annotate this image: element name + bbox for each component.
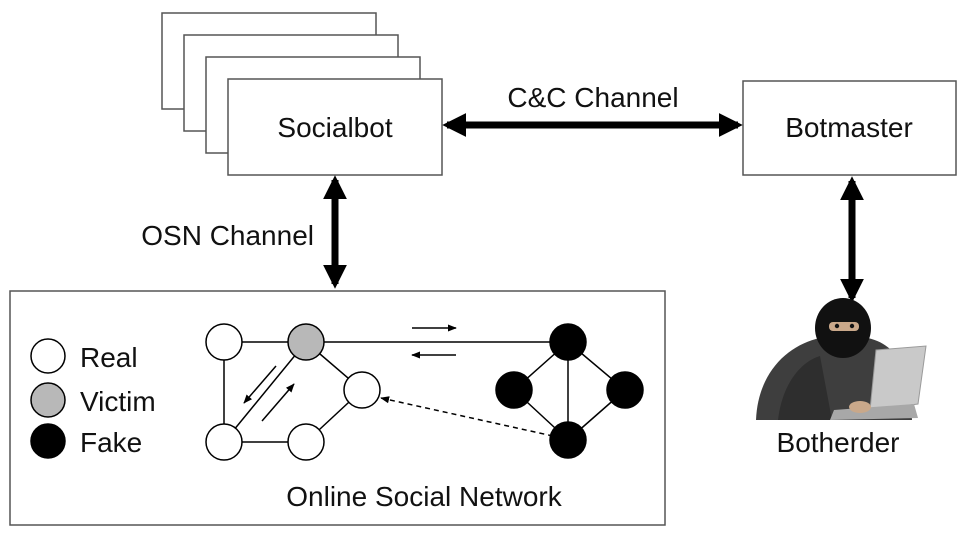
legend-victim-swatch <box>30 382 66 418</box>
fake-node <box>606 371 644 409</box>
request-arrow-up-right <box>261 383 295 422</box>
edge <box>223 341 307 443</box>
botmaster-box <box>742 80 957 176</box>
botherder-label: Botherder <box>777 427 900 458</box>
socialbot-label: Socialbot <box>277 112 392 143</box>
legend-fake-label: Fake <box>80 427 142 458</box>
osn-channel-label: OSN Channel <box>141 220 314 251</box>
real-node <box>287 423 325 461</box>
victim-node <box>287 323 325 361</box>
botherder: Botherder <box>756 298 927 458</box>
cc-channel-label: C&C Channel <box>507 82 678 113</box>
cc-channel: C&C Channel <box>442 82 743 137</box>
botmaster-label: Botmaster <box>785 112 913 143</box>
legend: Real Victim Fake <box>30 338 156 459</box>
osn-title: Online Social Network <box>286 481 562 512</box>
socialbot-stack: Socialbot <box>161 12 443 176</box>
real-node <box>205 423 243 461</box>
hooded-hacker-icon <box>756 298 927 420</box>
fake-node <box>549 421 587 459</box>
fake-node <box>549 323 587 361</box>
legend-real-swatch <box>30 338 66 374</box>
legend-fake-swatch <box>30 423 66 459</box>
network-nodes <box>205 323 644 461</box>
fake-node <box>495 371 533 409</box>
online-social-network: Real Victim Fake <box>9 290 666 526</box>
real-node <box>205 323 243 361</box>
botmaster: Botmaster <box>742 80 957 176</box>
osn-channel: OSN Channel <box>141 175 347 289</box>
legend-victim-label: Victim <box>80 386 156 417</box>
infiltration-dashed-arrow <box>380 396 554 437</box>
socialbot-box <box>227 78 443 176</box>
request-arrows <box>243 324 554 437</box>
real-node <box>343 371 381 409</box>
request-arrow-down-left <box>243 365 277 404</box>
legend-real-label: Real <box>80 342 138 373</box>
